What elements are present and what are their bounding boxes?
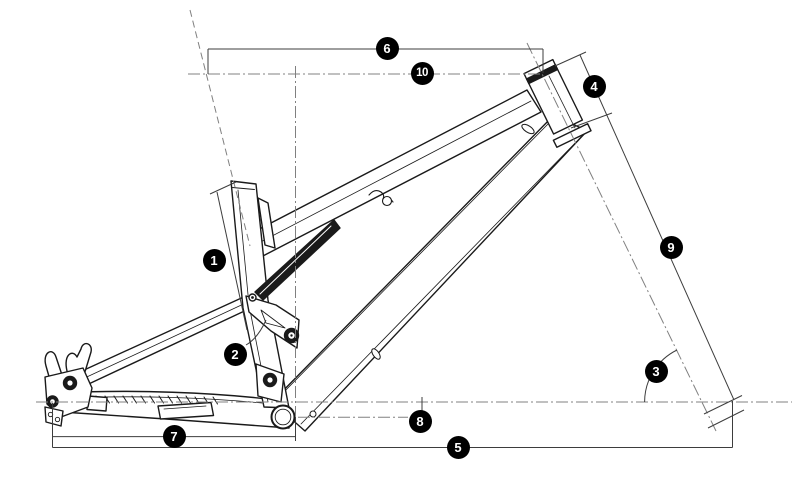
derailleur-hanger-tab bbox=[44, 406, 64, 427]
bottom-bracket bbox=[270, 404, 317, 430]
rocker-link bbox=[245, 293, 300, 349]
dim-seat-tube bbox=[209, 181, 248, 331]
callout-3: 3 bbox=[644, 359, 668, 383]
callout-8: 8 bbox=[408, 409, 432, 433]
callout-6: 6 bbox=[375, 37, 399, 60]
dimension-lines bbox=[52, 48, 745, 448]
callout-4: 4 bbox=[582, 74, 606, 98]
dim-head-tube-fork bbox=[554, 51, 745, 429]
dim-wheelbase bbox=[52, 401, 733, 448]
callout-2: 2 bbox=[223, 342, 247, 366]
callout-7: 7 bbox=[162, 425, 186, 448]
chain-stay bbox=[59, 390, 290, 429]
dim-leader-2 bbox=[245, 319, 267, 346]
dim-top-tube bbox=[207, 48, 544, 74]
seat-tube-axis-line bbox=[189, 9, 251, 247]
centerlines bbox=[36, 9, 792, 438]
callout-5: 5 bbox=[446, 436, 470, 459]
lower-link bbox=[255, 363, 285, 403]
seat-stay bbox=[70, 294, 254, 390]
callout-10: 10 bbox=[410, 62, 434, 85]
callout-1: 1 bbox=[202, 248, 226, 272]
seat-cluster-gusset bbox=[257, 197, 276, 249]
callout-9: 9 bbox=[659, 235, 683, 259]
steering-axis-centerline bbox=[526, 42, 717, 432]
rocker-strut bbox=[254, 219, 341, 301]
chainstay-yoke-plate bbox=[157, 401, 215, 420]
rear-dropout bbox=[44, 342, 93, 427]
